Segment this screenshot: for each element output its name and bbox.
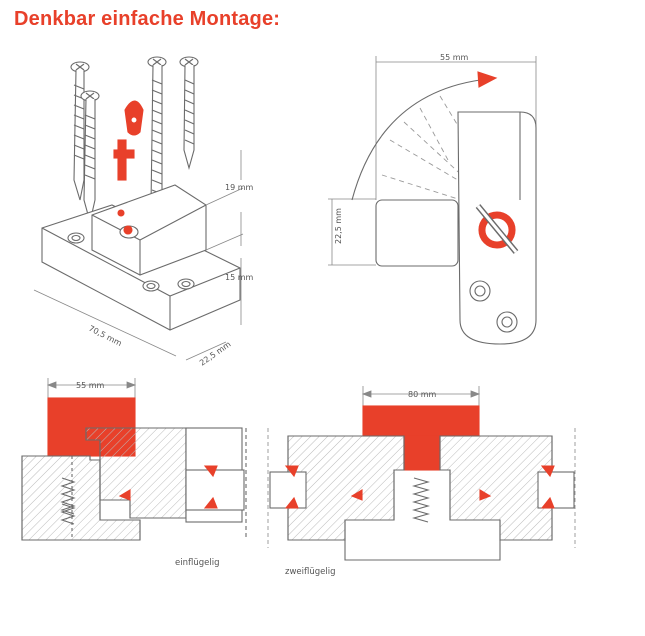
- screw-4: [179, 56, 199, 171]
- isometric-assembly: [33, 56, 244, 361]
- dim-double-label: 80 mm: [408, 390, 437, 399]
- dim-side-top-label: 55 mm: [440, 53, 469, 62]
- caption-single: einflügelig: [175, 558, 219, 568]
- screw-1: [70, 61, 90, 201]
- screw-2: [80, 90, 100, 223]
- dim-depth-label: 22,5 mm: [198, 340, 233, 368]
- lock-profile-double: [362, 405, 480, 437]
- section-single-sash: [21, 378, 247, 541]
- section-double-sash: [267, 386, 576, 561]
- key-part: [113, 100, 144, 181]
- dim-side-left-label: 22,5 mm: [334, 208, 343, 244]
- dim-width-label: 70,5 mm: [87, 324, 123, 348]
- dim-height-base-label: 15 mm: [225, 273, 254, 282]
- page-title: Denkbar einfache Montage:: [14, 8, 281, 30]
- side-view: [328, 56, 537, 345]
- dim-height-top-label: 19 mm: [225, 183, 254, 192]
- screw-3: [147, 56, 167, 228]
- lock-arm: [375, 199, 459, 267]
- caption-double: zweiflügelig: [285, 567, 336, 577]
- dim-single-label: 55 mm: [76, 381, 105, 390]
